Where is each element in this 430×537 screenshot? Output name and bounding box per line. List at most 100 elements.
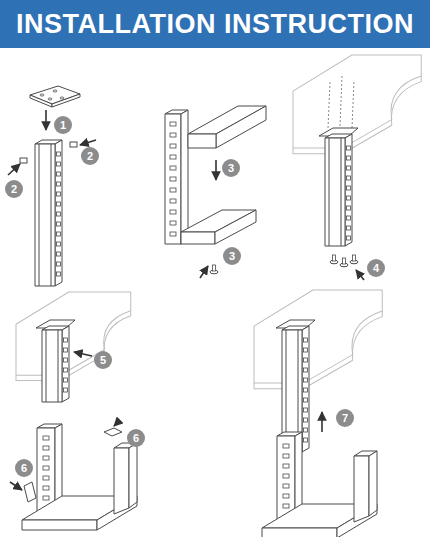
top-plate-part — [52, 94, 80, 107]
mounting-post-part — [57, 222, 61, 226]
cpu-holder-part — [277, 436, 295, 521]
mounting-post-part — [64, 348, 68, 352]
top-plate-part — [40, 94, 44, 96]
desk-top — [16, 292, 131, 380]
top-plate-part — [30, 95, 52, 107]
desk-top-part — [254, 311, 382, 389]
callout-circle: 2 — [5, 180, 23, 198]
pointer-arrow — [8, 164, 20, 175]
mounting-post-part — [57, 262, 61, 266]
mounting-post-part — [347, 156, 351, 160]
top-plate-part — [60, 97, 64, 99]
mounting-post-part — [304, 368, 308, 372]
callout-number: 2 — [81, 147, 99, 165]
desk-top-part — [293, 76, 421, 154]
bolt-part — [20, 158, 27, 163]
cpu-holder-part — [43, 446, 49, 450]
mounting-post-part — [347, 236, 351, 240]
sliding-bracket — [165, 106, 266, 244]
mounting-post — [35, 140, 62, 286]
mounting-post-part — [347, 196, 351, 200]
mounting-post-part — [64, 368, 68, 372]
callout-circle: 2 — [81, 147, 99, 165]
pointer-arrow-part — [45, 110, 47, 130]
desk-top — [254, 290, 382, 389]
mounting-post-part — [57, 252, 61, 256]
callout-circle: 7 — [336, 409, 354, 427]
mounting-post-part — [64, 338, 68, 342]
mounting-post-part — [347, 226, 351, 230]
cpu-holder — [262, 432, 377, 537]
mounting-post-part — [329, 138, 330, 246]
callout-circle: 1 — [54, 116, 72, 134]
mounting-post-part — [57, 182, 61, 186]
cpu-holder-part — [369, 451, 377, 516]
callout-number: 7 — [336, 409, 354, 427]
sliding-bracket-part — [170, 166, 176, 170]
mounting-post-part — [304, 378, 308, 382]
top-plate-part — [53, 90, 57, 92]
cpu-holder-part — [43, 466, 49, 470]
sliding-bracket-part — [181, 110, 188, 244]
pointer-arrow-part — [114, 420, 120, 426]
callout-number: 4 — [367, 259, 385, 277]
mounting-post-part — [345, 134, 352, 246]
sliding-bracket-part — [181, 232, 215, 244]
callout-circle: 3 — [222, 159, 240, 177]
cpu-holder-part — [43, 436, 49, 440]
desk-top-part — [254, 290, 382, 383]
guide-line — [328, 76, 354, 128]
callout-number: 2 — [5, 180, 23, 198]
pointer-arrow-part — [200, 266, 208, 278]
rubber-pad — [24, 428, 122, 502]
mounting-post — [36, 320, 75, 402]
sliding-bracket-part — [170, 188, 176, 192]
mounting-post — [276, 320, 315, 452]
callout-circle: 5 — [94, 351, 112, 369]
cpu-holder-part — [43, 496, 49, 500]
mounting-post-part — [39, 144, 40, 286]
pointer-arrow — [322, 412, 323, 432]
sliding-bracket-part — [215, 210, 256, 244]
sliding-bracket-part — [170, 155, 176, 159]
mounting-post-part — [62, 326, 69, 402]
cpu-holder-part — [43, 486, 49, 490]
screw-part — [353, 255, 356, 261]
pointer-arrow — [200, 266, 208, 278]
cpu-holder-part — [283, 454, 289, 458]
cpu-holder-part — [354, 456, 369, 522]
mounting-post-part — [55, 140, 62, 286]
top-plate-part — [48, 98, 52, 100]
mounting-post-part — [58, 330, 59, 402]
callout-circle: 4 — [367, 259, 385, 277]
callout-number: 5 — [94, 351, 112, 369]
pointer-arrow-part — [321, 412, 323, 432]
cpu-holder-part — [22, 520, 97, 530]
mounting-post-part — [57, 192, 61, 196]
screw — [210, 265, 218, 274]
mounting-post-part — [325, 138, 345, 246]
mounting-post-part — [57, 272, 61, 276]
sliding-bracket-part — [170, 221, 176, 225]
bolt — [70, 142, 77, 147]
pointer-arrow-part — [356, 270, 364, 280]
pointer-arrow — [356, 270, 364, 280]
screw-part — [213, 265, 216, 271]
mounting-post-part — [347, 146, 351, 150]
sliding-bracket-part — [170, 199, 176, 203]
mounting-post-part — [42, 330, 62, 402]
mounting-post-part — [304, 428, 308, 432]
mounting-post-part — [304, 338, 308, 342]
pointer-arrow — [10, 482, 22, 490]
mounting-post-part — [57, 162, 61, 166]
cpu-holder-part — [283, 444, 289, 448]
desk-top-part — [16, 292, 131, 375]
cpu-holder-part — [283, 474, 289, 478]
mounting-post-part — [304, 408, 308, 412]
cpu-holder-part — [37, 428, 55, 513]
screw — [340, 258, 348, 267]
mounting-post-part — [57, 152, 61, 156]
screw — [350, 255, 358, 264]
sliding-bracket-part — [170, 133, 176, 137]
